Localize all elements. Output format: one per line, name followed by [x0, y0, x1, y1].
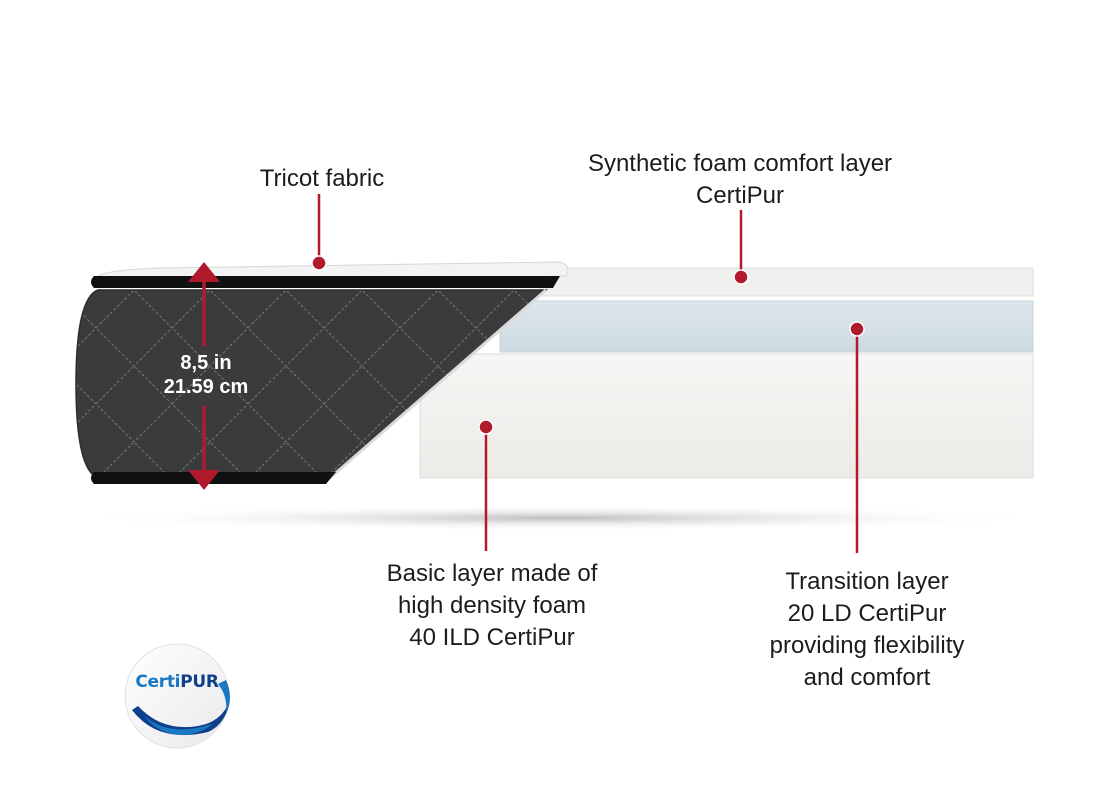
certipur-wordmark: CertiPUR	[118, 672, 236, 692]
height-dimension-label: 8,5 in 21.59 cm	[146, 351, 266, 399]
callout-transition	[849, 321, 865, 553]
tricot-line-1: Tricot fabric	[259, 165, 385, 192]
transition-line-1: Transition layer	[785, 568, 949, 595]
transition-line-4: and comfort	[803, 664, 931, 691]
cut-edge	[329, 288, 547, 480]
transition-line-3: providing flexibility	[769, 632, 965, 659]
synthetic-line-2: CertiPur	[695, 182, 785, 209]
transition-line-2: 20 LD CertiPur	[787, 600, 947, 627]
height-metric: 21.59 cm	[163, 376, 249, 398]
basic-layer-label: Basic layer made of high density foam 40…	[352, 558, 632, 654]
certipur-text-b: PUR	[180, 672, 219, 692]
basic-line-2: high density foam	[397, 592, 587, 619]
synthetic-comfort-layer	[539, 267, 1034, 297]
callout-basic	[478, 419, 494, 551]
base-foam-layer	[419, 353, 1034, 479]
basic-line-1: Basic layer made of	[386, 560, 598, 587]
floor-shadow	[70, 505, 1050, 531]
top-piping	[91, 276, 560, 288]
callout-synthetic	[733, 210, 749, 285]
synthetic-layer-label: Synthetic foam comfort layer CertiPur	[560, 148, 920, 212]
certipur-badge-icon	[124, 643, 230, 749]
height-imperial: 8,5 in	[180, 352, 232, 374]
tricot-fabric-label: Tricot fabric	[222, 163, 422, 195]
transition-layer	[499, 300, 1034, 353]
synthetic-line-1: Synthetic foam comfort layer	[587, 150, 893, 177]
certipur-logo: CertiPUR	[118, 640, 236, 750]
callout-tricot	[311, 194, 327, 271]
height-dimension-arrow	[188, 262, 220, 490]
basic-line-3: 40 ILD CertiPur	[409, 624, 575, 651]
certipur-text-a: Certi	[135, 672, 181, 692]
transition-layer-label: Transition layer 20 LD CertiPur providin…	[742, 566, 992, 694]
